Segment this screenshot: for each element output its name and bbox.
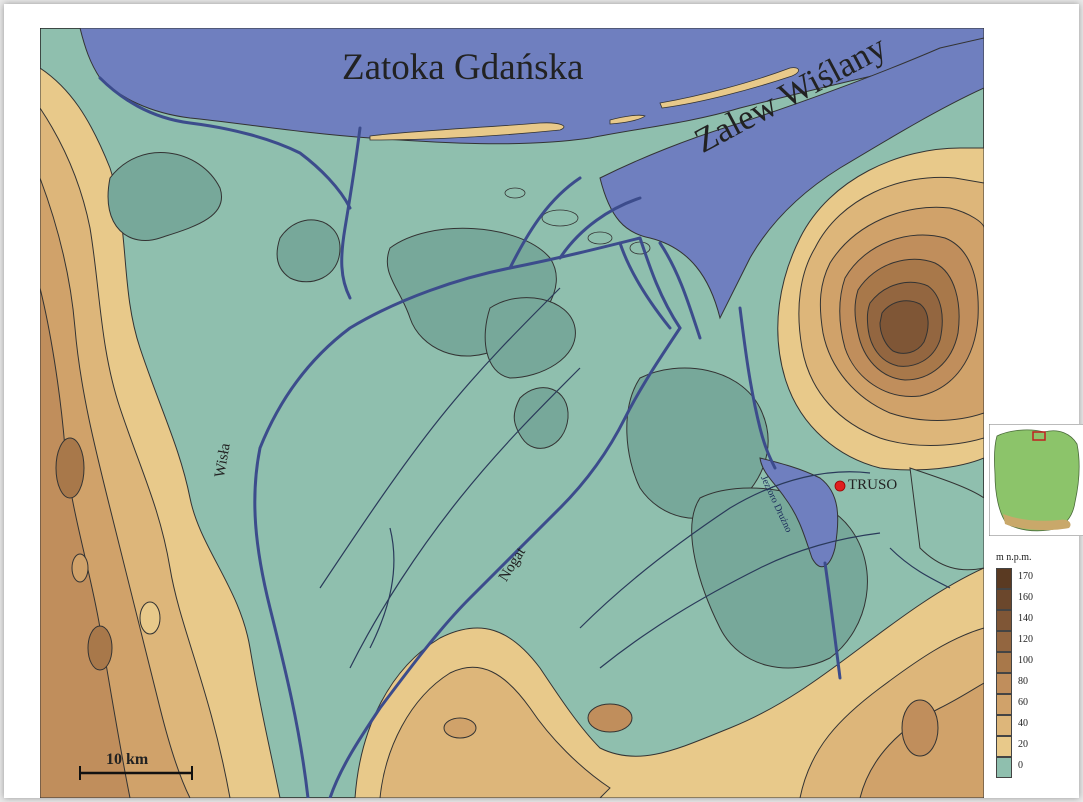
truso-lowland [909, 467, 984, 571]
legend-label-0: 0 [1018, 760, 1023, 771]
site-label: TRUSO [848, 477, 898, 493]
legend-swatch-0 [996, 757, 1012, 778]
eastern-upland [777, 147, 984, 471]
legend-label-140: 140 [1018, 613, 1033, 624]
legend-swatch-40 [996, 715, 1012, 736]
scale-bar-label: 10 km [106, 751, 149, 768]
legend-swatch-170 [996, 568, 1012, 589]
legend-swatch-20 [996, 736, 1012, 757]
scale-bar [79, 766, 193, 780]
elevation-legend: m n.p.m. 170 160 140 120 100 80 60 40 20 0 [994, 552, 1083, 788]
legend-label-40: 40 [1018, 718, 1028, 729]
legend-label-80: 80 [1018, 676, 1028, 687]
gulf-water [79, 28, 984, 145]
gulf-label: Zatoka Gdańska [342, 47, 584, 88]
legend-label-160: 160 [1018, 592, 1033, 603]
legend-swatch-120 [996, 631, 1012, 652]
rivers [98, 76, 842, 798]
elevation-map [40, 28, 984, 798]
legend-label-120: 120 [1018, 634, 1033, 645]
legend-label-100: 100 [1018, 655, 1033, 666]
legend-label-20: 20 [1018, 739, 1028, 750]
legend-swatch-100 [996, 652, 1012, 673]
legend-title: m n.p.m. [996, 552, 1032, 563]
legend-label-170: 170 [1018, 571, 1033, 582]
figure-frame: Zatoka Gdańska Zalew Wiślany Wisła Nogat… [4, 4, 1083, 798]
truso-marker[interactable] [834, 480, 846, 492]
western-upland [40, 67, 281, 798]
lagoon-water [599, 37, 984, 320]
southern-upland [354, 567, 984, 798]
legend-swatch-140 [996, 610, 1012, 631]
legend-label-60: 60 [1018, 697, 1028, 708]
legend-swatch-80 [996, 673, 1012, 694]
inset-locator-box [1032, 431, 1046, 441]
sand-bars [369, 67, 799, 141]
minor-streams [319, 287, 951, 669]
legend-swatch-160 [996, 589, 1012, 610]
inset-poland-map [988, 423, 1083, 537]
legend-swatch-60 [996, 694, 1012, 715]
map-canvas: Zatoka Gdańska Zalew Wiślany Wisła Nogat… [40, 27, 984, 798]
